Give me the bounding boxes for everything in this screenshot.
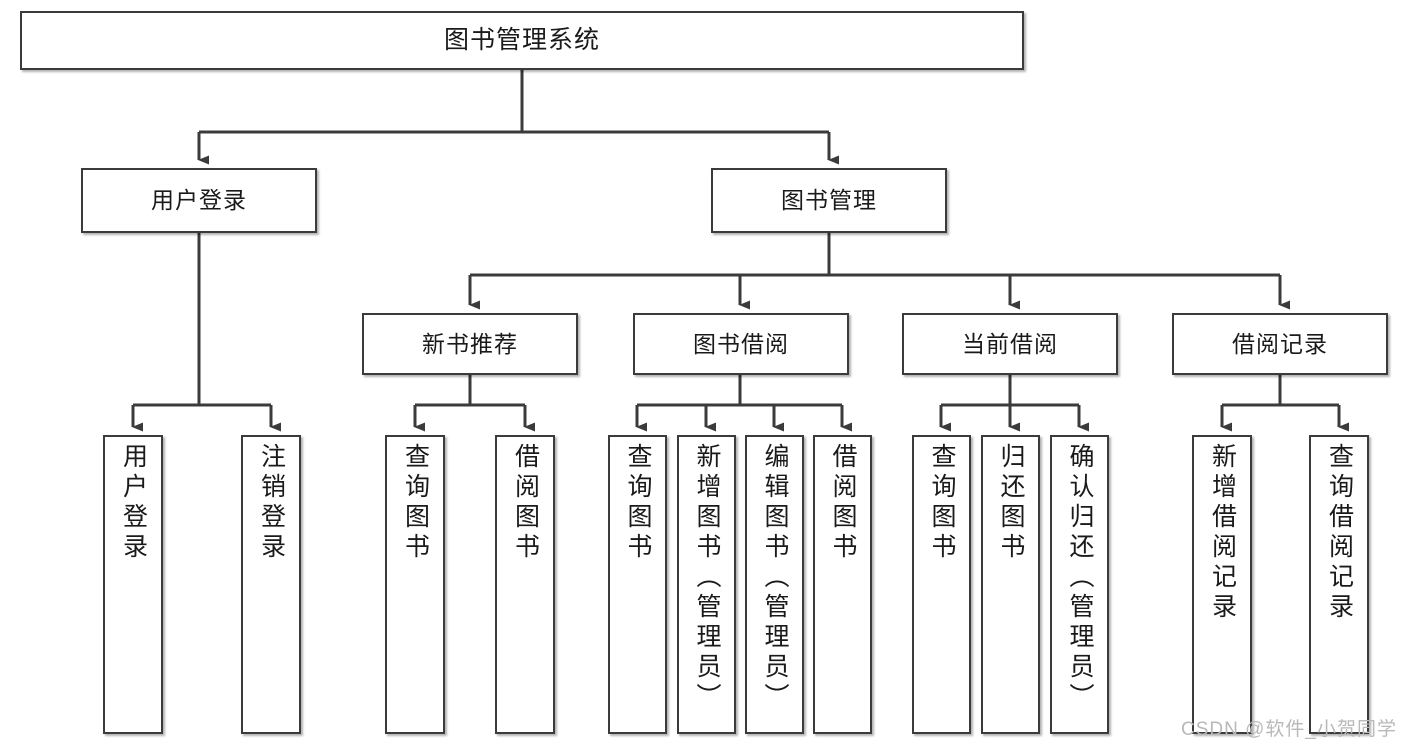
node-book-borrow[interactable]: 图书借阅 xyxy=(633,313,849,375)
node-book-management[interactable]: 图书管理 xyxy=(711,168,947,233)
leaf-borrow-book-recommend[interactable]: 借阅图书 xyxy=(495,435,555,734)
node-label: 查询借阅记录 xyxy=(1325,443,1354,623)
node-user-login[interactable]: 用户登录 xyxy=(81,168,317,233)
node-label: 新增借阅记录 xyxy=(1208,443,1237,623)
node-label: 新书推荐 xyxy=(422,330,518,357)
node-label: 借阅记录 xyxy=(1232,330,1328,357)
node-label: 当前借阅 xyxy=(962,330,1058,357)
node-label: 图书借阅 xyxy=(693,330,789,357)
node-label: 图书管理 xyxy=(781,187,877,214)
node-label: 编辑图书（管理员） xyxy=(761,443,789,713)
leaf-return-book[interactable]: 归还图书 xyxy=(981,435,1040,734)
node-borrow-records[interactable]: 借阅记录 xyxy=(1172,313,1388,375)
node-root-library-system[interactable]: 图书管理系统 xyxy=(20,11,1024,70)
node-label: 查询图书 xyxy=(624,443,652,563)
node-label: 查询图书 xyxy=(928,443,956,563)
leaf-user-login[interactable]: 用户登录 xyxy=(103,435,163,734)
node-label: 借阅图书 xyxy=(511,443,540,563)
node-label: 用户登录 xyxy=(119,443,148,563)
node-current-borrow[interactable]: 当前借阅 xyxy=(902,313,1118,375)
watermark: CSDN @软件_小贺同学 xyxy=(1181,719,1397,740)
leaf-edit-book-admin[interactable]: 编辑图书（管理员） xyxy=(745,435,804,734)
node-label: 新增图书（管理员） xyxy=(693,443,721,713)
node-label: 确认归还（管理员） xyxy=(1066,443,1094,713)
node-label: 注销登录 xyxy=(257,443,286,563)
node-label: 归还图书 xyxy=(997,443,1025,563)
leaf-query-book-recommend[interactable]: 查询图书 xyxy=(385,435,445,734)
leaf-confirm-return-admin[interactable]: 确认归还（管理员） xyxy=(1050,435,1109,734)
leaf-add-borrow-record[interactable]: 新增借阅记录 xyxy=(1192,435,1252,734)
node-label: 图书管理系统 xyxy=(443,26,600,55)
node-new-book-recommend[interactable]: 新书推荐 xyxy=(362,313,578,375)
leaf-query-book-current[interactable]: 查询图书 xyxy=(912,435,971,734)
node-label: 用户登录 xyxy=(151,187,247,214)
node-label: 借阅图书 xyxy=(829,443,857,563)
leaf-user-logout[interactable]: 注销登录 xyxy=(241,435,301,734)
leaf-borrow-book[interactable]: 借阅图书 xyxy=(813,435,872,734)
node-label: 查询图书 xyxy=(401,443,430,563)
leaf-query-book-borrow[interactable]: 查询图书 xyxy=(608,435,667,734)
leaf-query-borrow-record[interactable]: 查询借阅记录 xyxy=(1309,435,1369,734)
leaf-add-book-admin[interactable]: 新增图书（管理员） xyxy=(677,435,736,734)
